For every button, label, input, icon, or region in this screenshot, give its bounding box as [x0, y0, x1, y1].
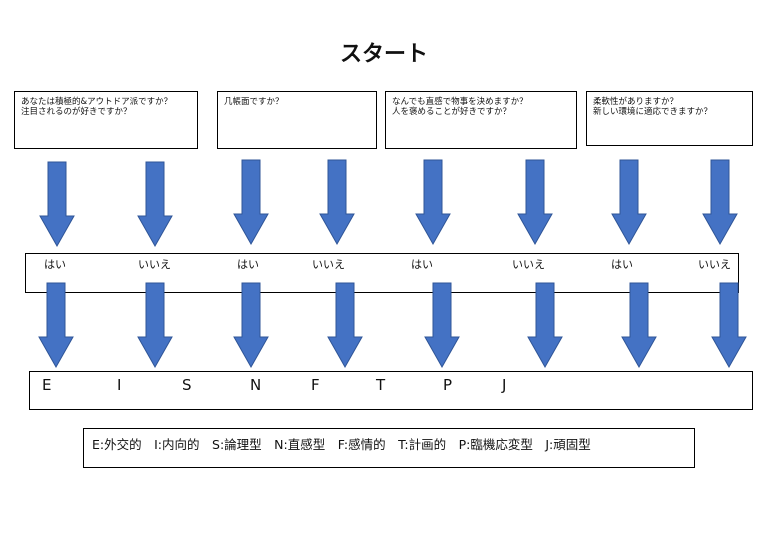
result-letter: F [311, 376, 320, 394]
down-arrow-icon [137, 161, 173, 248]
result-letter: T [376, 376, 386, 394]
result-letter: S [182, 376, 192, 394]
answer-label: はい [411, 258, 433, 271]
answer-label: はい [237, 258, 259, 271]
down-arrow-icon [39, 161, 75, 248]
answer-label: いいえ [138, 258, 171, 271]
down-arrow-icon [527, 282, 563, 369]
down-arrow-icon [233, 159, 269, 246]
question-box-1: あなたは積極的&アウトドア派ですか？ 注目されるのが好きですか？ [14, 91, 198, 149]
down-arrow-icon [621, 282, 657, 369]
down-arrow-icon [319, 159, 355, 246]
result-letter: N [250, 376, 262, 394]
result-letter: E [42, 376, 52, 394]
question-box-3: なんでも直感で物事を決めますか？ 人を褒めることが好きですか？ [385, 91, 577, 149]
result-letter: I [117, 376, 122, 394]
down-arrow-icon [517, 159, 553, 246]
answer-label: いいえ [698, 258, 731, 271]
answer-label: いいえ [512, 258, 545, 271]
question-box-2: 几帳面ですか？ [217, 91, 377, 149]
page-title: スタート [339, 42, 428, 67]
down-arrow-icon [702, 159, 738, 246]
down-arrow-icon [711, 282, 747, 369]
down-arrow-icon [424, 282, 460, 369]
question-box-4: 柔軟性がありますか？ 新しい環境に適応できますか？ [586, 91, 753, 146]
down-arrow-icon [611, 159, 647, 246]
down-arrow-icon [38, 282, 74, 369]
down-arrow-icon [137, 282, 173, 369]
answer-label: はい [44, 258, 66, 271]
down-arrow-icon [327, 282, 363, 369]
down-arrow-icon [233, 282, 269, 369]
result-letter: J [502, 376, 507, 394]
result-letter: P [443, 376, 453, 394]
answer-label: いいえ [312, 258, 345, 271]
result-letter-row-box [29, 371, 753, 410]
answer-row-box [25, 253, 739, 293]
down-arrow-icon [415, 159, 451, 246]
answer-label: はい [611, 258, 633, 271]
type-legend: E:外交的 I:内向的 S:論理型 N:直感型 F:感情的 T:計画的 P:臨機… [83, 428, 695, 468]
